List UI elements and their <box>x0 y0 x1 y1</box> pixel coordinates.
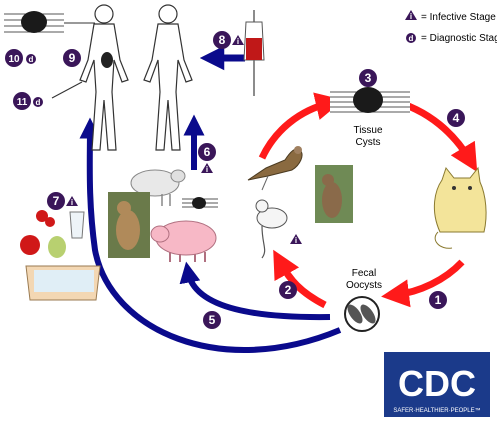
svg-text:i: i <box>206 165 208 174</box>
cycle-arrow-bird-to-tissue <box>258 92 344 160</box>
svg-text:d: d <box>36 98 41 107</box>
tissue-cyst-icon <box>330 87 410 113</box>
step-marker-5: 5 <box>203 311 221 329</box>
infective-stage-marker-8: i <box>232 35 244 46</box>
human-figure-left <box>79 4 129 151</box>
svg-text:9: 9 <box>69 51 76 65</box>
svg-text:11: 11 <box>17 97 28 108</box>
wallaby-photo-right <box>315 165 353 223</box>
step-marker-3: 3 <box>359 69 377 87</box>
step-marker-7: 7 <box>47 192 65 210</box>
svg-text:i: i <box>410 12 412 21</box>
meat-cyst-icon <box>182 196 218 210</box>
svg-text:1: 1 <box>435 293 442 307</box>
legend-diagnostic-label: = Diagnostic Stage <box>421 33 497 44</box>
legend-infective-icon: i <box>405 10 417 21</box>
svg-text:8: 8 <box>219 33 226 47</box>
svg-text:3: 3 <box>365 71 372 85</box>
rodent-icon <box>255 199 288 259</box>
legend-infective-label: = Infective Stage <box>421 12 496 23</box>
cycle-arrow-oocysts-to-rodent <box>273 249 327 309</box>
transfusion-bag-icon <box>243 10 265 96</box>
step-marker-11: 11 <box>13 92 31 110</box>
cdc-logo-tagline: SAFER·HEALTHIER·PEOPLE™ <box>393 407 480 414</box>
cat-icon <box>433 166 487 249</box>
diagnostic-stage-marker-10: d <box>26 54 36 64</box>
cycle-arrow-cat-to-oocysts <box>381 259 465 308</box>
svg-text:4: 4 <box>453 111 460 125</box>
svg-text:10: 10 <box>8 54 20 65</box>
svg-text:2: 2 <box>285 283 292 297</box>
step-marker-9: 9 <box>63 49 81 67</box>
cdc-logo-text: CDC <box>398 363 476 404</box>
legend: i = Infective Stage d = Diagnostic Stage <box>405 10 497 44</box>
fetus-icon <box>101 52 113 68</box>
step-marker-4: 4 <box>447 109 465 127</box>
svg-text:d: d <box>29 55 34 64</box>
blue-arrow-oocysts-to-human <box>79 117 342 353</box>
svg-text:6: 6 <box>204 145 211 159</box>
fruit-vegetable-icon <box>20 210 66 258</box>
legend-diagnostic-icon: d <box>406 33 416 43</box>
svg-text:i: i <box>237 37 239 46</box>
cdc-logo: CDC SAFER·HEALTHIER·PEOPLE™ <box>384 352 490 417</box>
step-marker-10: 10 <box>5 49 23 67</box>
step-marker-2: 2 <box>279 281 297 299</box>
blue-arrow-oocysts-to-pig <box>179 261 331 321</box>
infective-stage-marker-rodent: i <box>290 234 302 245</box>
bird-icon <box>247 146 303 191</box>
human-figure-right <box>143 4 193 151</box>
oocyst-icon <box>344 296 380 332</box>
callout-line-11 <box>51 81 83 99</box>
svg-text:d: d <box>409 34 414 43</box>
tissue-cysts-label-line2: Cysts <box>356 137 381 148</box>
pig-icon <box>150 220 217 262</box>
svg-text:i: i <box>295 236 297 245</box>
infective-stage-marker-6: i <box>201 163 213 174</box>
svg-text:7: 7 <box>53 194 60 208</box>
brain-cyst-icon <box>4 8 64 38</box>
infective-stage-marker-7: i <box>66 196 78 207</box>
step-marker-8: 8 <box>213 31 231 49</box>
step-marker-6: 6 <box>198 143 216 161</box>
water-glass-icon <box>69 211 85 239</box>
wallaby-photo-left <box>108 192 150 258</box>
fecal-oocysts-label-line2: Oocysts <box>346 280 382 291</box>
diagnostic-stage-marker-11: d <box>33 97 43 107</box>
litter-box-icon <box>25 265 101 301</box>
tissue-cysts-label-line1: Tissue <box>353 125 383 136</box>
step-marker-1: 1 <box>429 291 447 309</box>
fecal-oocysts-label-line1: Fecal <box>352 268 376 279</box>
svg-text:5: 5 <box>209 313 216 327</box>
svg-text:i: i <box>71 198 73 207</box>
